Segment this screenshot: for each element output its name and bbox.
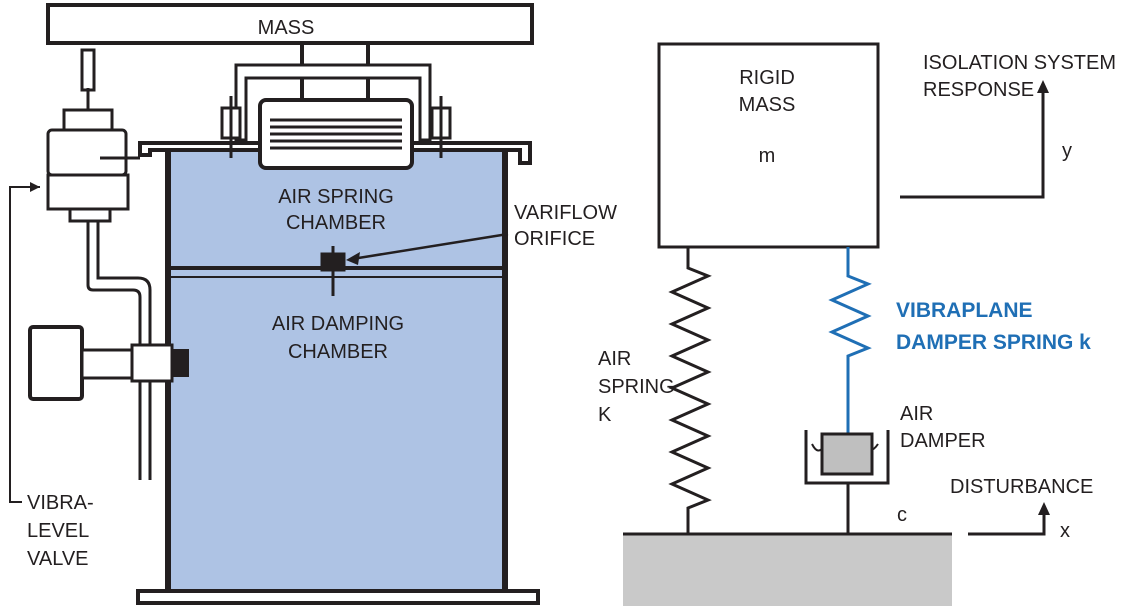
rigid-mass-box [657, 42, 880, 249]
ground [623, 534, 952, 606]
schematic-model [623, 42, 1050, 606]
damper-spring-zigzag [828, 247, 872, 434]
label-vibra-level-2: LEVEL [27, 520, 89, 542]
response-axis [900, 90, 1045, 199]
label-variflow-2: ORIFICE [514, 228, 595, 250]
piston-coils [270, 118, 402, 150]
leveling-valve [28, 48, 189, 480]
label-isolation-2: RESPONSE [923, 79, 1034, 101]
piston-housing [234, 63, 432, 142]
label-isolation-1: ISOLATION SYSTEM [923, 52, 1116, 74]
air-chamber-body [165, 142, 508, 596]
label-x: x [1060, 520, 1070, 542]
label-c: c [897, 504, 907, 526]
label-rigid-mass-2: MASS [739, 94, 796, 116]
air-damper-piston [820, 432, 874, 476]
disturbance-axis [968, 512, 1046, 536]
label-air-spring-2: SPRING [598, 376, 675, 398]
label-m: m [759, 145, 776, 167]
label-variflow-1: VARIFLOW [514, 202, 617, 224]
label-air-spring-3: K [598, 404, 612, 426]
label-rigid-mass-1: RIGID [739, 67, 795, 89]
air-spring-zigzag [668, 247, 712, 534]
label-vibra-level-3: VALVE [27, 548, 89, 570]
label-mass: MASS [258, 17, 315, 39]
isolator-cutaway [9, 3, 540, 605]
label-air-damping-chamber-1: AIR DAMPING [272, 313, 404, 335]
mass-plate [46, 3, 534, 45]
label-disturbance: DISTURBANCE [950, 476, 1093, 498]
variflow-orifice-part [320, 246, 346, 296]
label-air-damping-chamber-2: CHAMBER [288, 341, 388, 363]
label-air-damper-1: AIR [900, 403, 933, 425]
label-vibraplane-2: DAMPER SPRING k [896, 331, 1091, 354]
label-vibraplane-1: VIBRAPLANE [896, 299, 1033, 322]
valve-bracket [9, 186, 40, 503]
label-air-spring-1: AIR [598, 348, 631, 370]
base-plate [136, 589, 540, 605]
label-air-damper-2: DAMPER [900, 430, 986, 452]
label-air-spring-chamber-1: AIR SPRING [278, 186, 394, 208]
label-vibra-level-1: VIBRA- [27, 492, 94, 514]
label-y: y [1062, 140, 1072, 162]
label-air-spring-chamber-2: CHAMBER [286, 212, 386, 234]
